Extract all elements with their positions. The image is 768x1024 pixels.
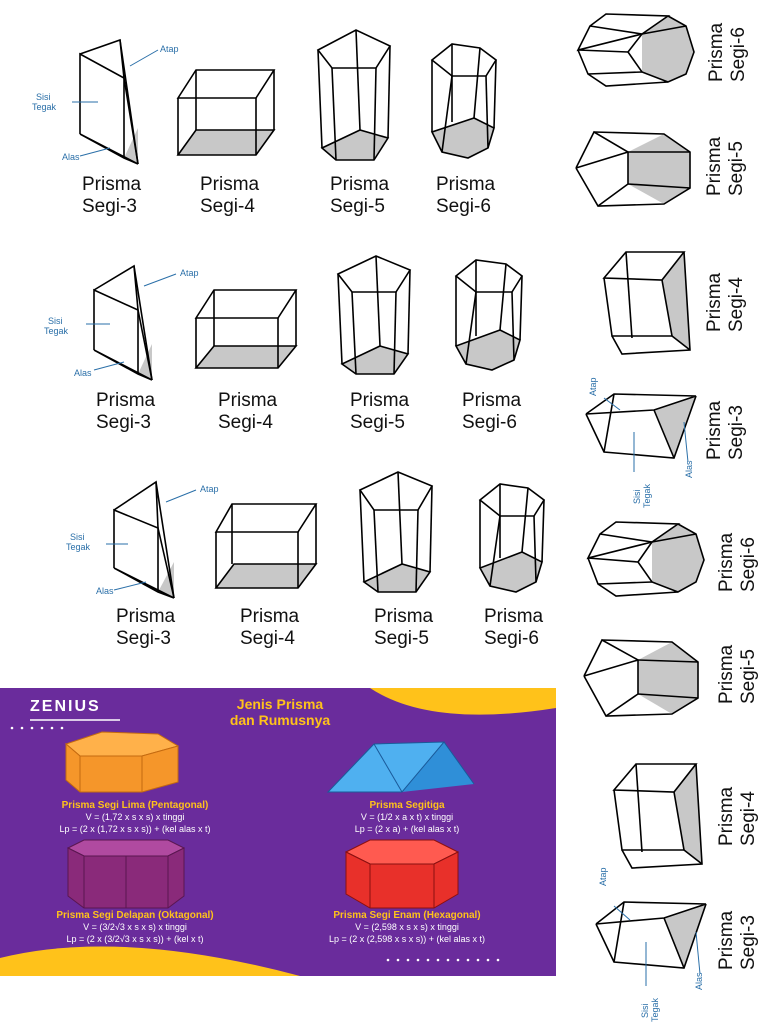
label-alas: Alas <box>684 460 694 478</box>
prism-triangular-diagram <box>106 480 197 599</box>
formula-title: Prisma Segi Lima (Pentagonal) <box>61 800 209 811</box>
prism-pentagonal-rotated <box>575 130 691 207</box>
label-alas: Alas <box>96 586 114 596</box>
poster-decor-yellow-bottom <box>0 946 300 976</box>
formula-volume: V = (1/2 x a x t) x tinggi <box>360 812 454 822</box>
red-hexagonal-prism <box>344 839 460 909</box>
prism-hexagonal-diagram <box>430 43 498 159</box>
label-sisi: Sisi <box>632 489 642 504</box>
label-atap: Atap <box>588 377 598 396</box>
formula-area: Lp = (2 x (2,598 x s x s)) + (kel alas x… <box>328 934 486 944</box>
blue-triangular-prism <box>326 741 475 793</box>
prism-pentagonal-diagram <box>358 471 434 593</box>
label-sisi: Sisi <box>48 316 63 326</box>
label-alas: Alas <box>74 368 92 378</box>
orange-pentagonal-prism <box>65 731 180 793</box>
brand-underline <box>30 719 120 721</box>
prism-triangular-diagram <box>86 264 177 381</box>
label-sisi: Sisi <box>36 92 51 102</box>
label-sisi: Sisi <box>70 532 85 542</box>
label-tegak: Tegak <box>44 326 69 336</box>
label-tegak: Tegak <box>66 542 91 552</box>
formula-volume: V = (2,598 x s x s) x tinggi <box>355 922 459 932</box>
prism-triangular-rotated <box>585 393 697 472</box>
label-atap: Atap <box>598 867 608 886</box>
prism-square-diagram <box>214 503 318 589</box>
prism-square-diagram <box>176 69 276 156</box>
prism-hexagonal-rotated <box>586 521 705 597</box>
prism-square-rotated <box>602 251 691 355</box>
formula-area: Lp = (2 x a) + (kel alas x t) <box>354 824 460 834</box>
label-tegak: Tegak <box>642 483 652 508</box>
prism-triangular-rotated <box>595 901 707 986</box>
label-alas: Alas <box>694 972 704 990</box>
formula-volume: V = (1,72 x s x s) x tinggi <box>85 812 185 822</box>
formula-title: Prisma Segi Delapan (Oktagonal) <box>56 910 214 921</box>
formula-area: Lp = (2 x (3/2√3 x s x s)) + (kel x t) <box>66 934 204 944</box>
label-tegak: Tegak <box>650 997 660 1022</box>
label-atap: Atap <box>160 44 179 54</box>
label-tegak: Tegak <box>32 102 57 112</box>
label-atap: Atap <box>180 268 199 278</box>
prism-pentagonal-rotated <box>583 638 699 717</box>
formula-title: Prisma Segi Enam (Hexagonal) <box>333 910 481 921</box>
formula-area: Lp = (2 x (1,72 x s x s)) + (kel alas x … <box>59 824 211 834</box>
prism-square-diagram <box>194 289 298 369</box>
dots-decor <box>10 726 64 730</box>
prism-square-rotated <box>612 763 703 869</box>
prism-triangular-diagram <box>72 38 159 165</box>
poster-decor-yellow-top <box>370 688 556 715</box>
label-alas: Alas <box>62 152 80 162</box>
formula-volume: V = (3/2√3 x s x s) x tinggi <box>83 922 187 932</box>
dots-decor <box>386 958 500 962</box>
formula-title: Prisma Segitiga <box>369 800 445 811</box>
prism-hexagonal-rotated <box>576 13 695 87</box>
brand-logo: ZENIUS <box>30 698 101 715</box>
magenta-octagonal-prism <box>66 839 186 909</box>
label-sisi: Sisi <box>640 1003 650 1018</box>
prism-pentagonal-diagram <box>336 255 412 375</box>
label-atap: Atap <box>200 484 219 494</box>
prism-hexagonal-diagram <box>454 259 524 371</box>
prism-pentagonal-diagram <box>316 29 392 161</box>
prism-hexagonal-diagram <box>478 483 546 593</box>
